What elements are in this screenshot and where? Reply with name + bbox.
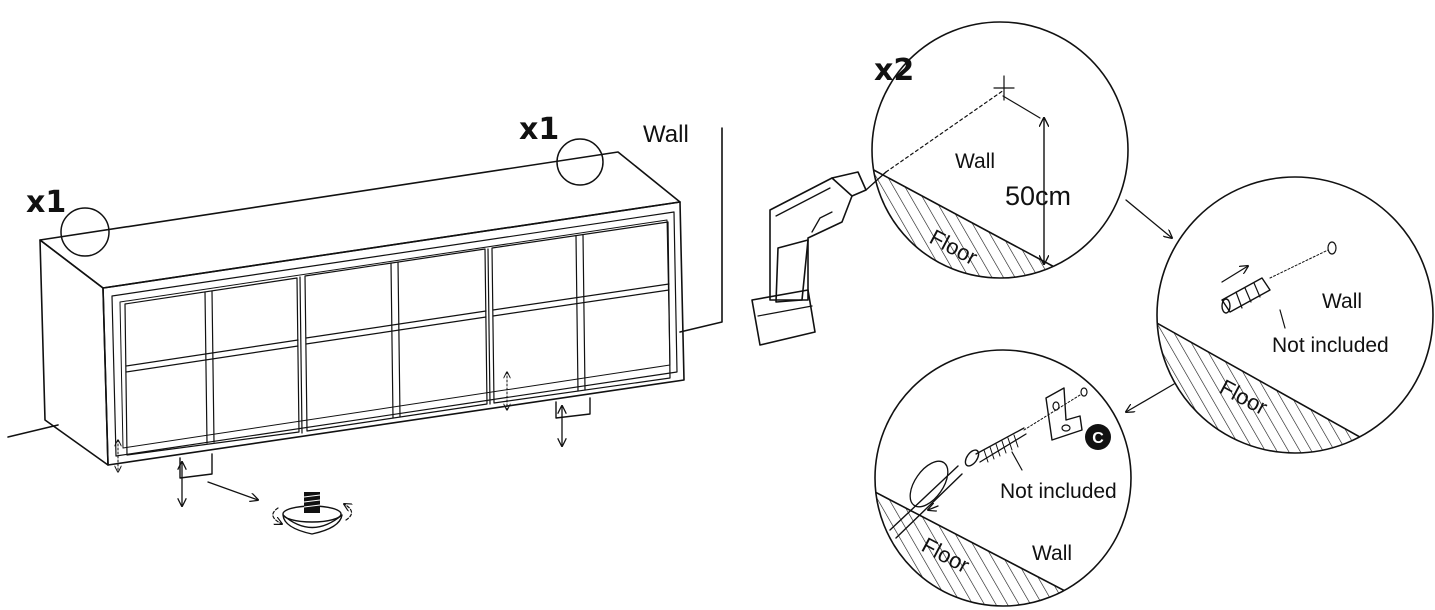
wall-label-plug: Wall — [1322, 290, 1362, 313]
wall-plug-icon — [1221, 266, 1271, 314]
wall-label-bracket: Wall — [1032, 542, 1072, 565]
rotation-arrow-icon — [272, 504, 352, 524]
part-c-badge: C — [1085, 424, 1111, 450]
quantity-label-top: x1 — [519, 112, 559, 147]
wall-label-drill: Wall — [955, 150, 995, 173]
sideboard-illustration — [7, 127, 723, 506]
power-drill-icon — [751, 171, 887, 346]
quantity-label-left: x1 — [26, 185, 66, 220]
detail-circle-wall-plug — [1156, 176, 1434, 454]
angle-bracket-icon — [1045, 387, 1088, 441]
distance-label: 50cm — [1005, 181, 1071, 211]
wall-label: Wall — [643, 121, 689, 148]
rotation-arrow-icon — [909, 460, 949, 514]
adjustable-foot-icon — [282, 492, 343, 535]
screw-icon — [964, 427, 1027, 467]
not-included-label-plug: Not included — [1272, 334, 1389, 357]
quantity-label-drill: x2 — [874, 53, 914, 88]
svg-text:C: C — [1092, 430, 1104, 447]
not-included-label-screw: Not included — [1000, 480, 1117, 503]
